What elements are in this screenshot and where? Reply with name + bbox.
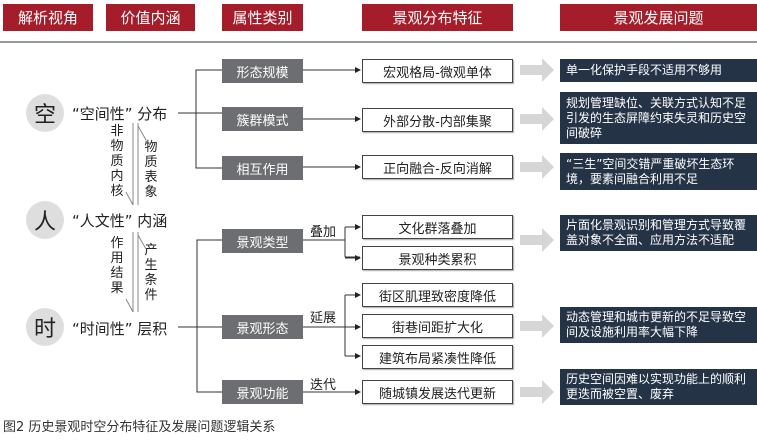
feature-box: 随城镇发展迭代更新 bbox=[362, 380, 513, 404]
header-problem: 景观发展问题 bbox=[560, 4, 757, 31]
arrow-right-icon bbox=[520, 380, 554, 404]
relation-material: 物质表象 bbox=[144, 140, 158, 200]
relation-condition: 产生条件 bbox=[144, 243, 158, 303]
feature-box: 街巷间距扩大化 bbox=[362, 314, 513, 338]
feature-box: 文化群落叠加 bbox=[362, 215, 513, 239]
feature-box: 景观种类累积 bbox=[362, 246, 513, 270]
label-time: “时间性” 层积 bbox=[72, 320, 168, 338]
figure-caption: 图2 历史景观时空分布特征及发展问题逻辑关系 bbox=[3, 420, 276, 435]
header-perspective: 解析视角 bbox=[3, 4, 93, 31]
feature-box: 建筑布局紧凑性降低 bbox=[362, 345, 513, 369]
problem-box: “三生”空间交错严重破坏生态环境，要素间融合利用不足 bbox=[560, 153, 757, 190]
header-attribute: 属性类别 bbox=[222, 4, 303, 31]
category-cluster: 簇群模式 bbox=[222, 107, 303, 131]
connector-iterate: 迭代 bbox=[310, 378, 337, 393]
feature-box: 宏观格局-微观单体 bbox=[362, 59, 513, 83]
category-function: 景观功能 bbox=[222, 380, 303, 404]
problem-box: 规划管理缺位、关联方式认知不足引发的生态屏障约束失灵和历史空间破碎 bbox=[560, 92, 757, 144]
problem-box: 单一化保护手段不适用不够用 bbox=[560, 59, 757, 82]
arrow-right-icon bbox=[520, 155, 554, 179]
header-feature: 景观分布特征 bbox=[362, 4, 513, 31]
label-space: “空间性” 分布 bbox=[72, 105, 168, 123]
category-form-scale: 形态规模 bbox=[222, 59, 303, 83]
category-form: 景观形态 bbox=[222, 315, 303, 339]
relation-nonmaterial: 非物质内核 bbox=[110, 124, 124, 199]
connector-overlay: 叠加 bbox=[310, 225, 337, 240]
category-interaction: 相互作用 bbox=[222, 156, 303, 180]
circle-human: 人 bbox=[26, 201, 64, 239]
circle-space: 空 bbox=[26, 94, 64, 132]
circle-time: 时 bbox=[26, 308, 64, 346]
arrow-right-icon bbox=[520, 107, 554, 131]
feature-box: 街区肌理致密度降低 bbox=[362, 283, 513, 307]
label-human: “人文性” 内涵 bbox=[72, 212, 168, 230]
feature-box: 外部分散-内部集聚 bbox=[362, 108, 513, 132]
problem-box: 历史空间因难以实现功能上的顺利更迭而被空置、废弃 bbox=[560, 369, 757, 405]
header-value: 价值内涵 bbox=[106, 4, 195, 31]
arrow-right-icon bbox=[520, 228, 554, 252]
category-type: 景观类型 bbox=[222, 229, 303, 253]
feature-box: 正向融合-反向消解 bbox=[362, 155, 513, 179]
connector-extend: 延展 bbox=[310, 311, 337, 326]
relation-result: 作用结果 bbox=[110, 236, 124, 296]
arrow-right-icon bbox=[520, 58, 554, 82]
problem-box: 动态管理和城市更新的不足导致空间及设施利用率大幅下降 bbox=[560, 307, 757, 343]
arrow-right-icon bbox=[520, 314, 554, 338]
problem-box: 片面化景观识别和管理方式导致覆盖对象不全面、应用方法不适配 bbox=[560, 215, 757, 251]
